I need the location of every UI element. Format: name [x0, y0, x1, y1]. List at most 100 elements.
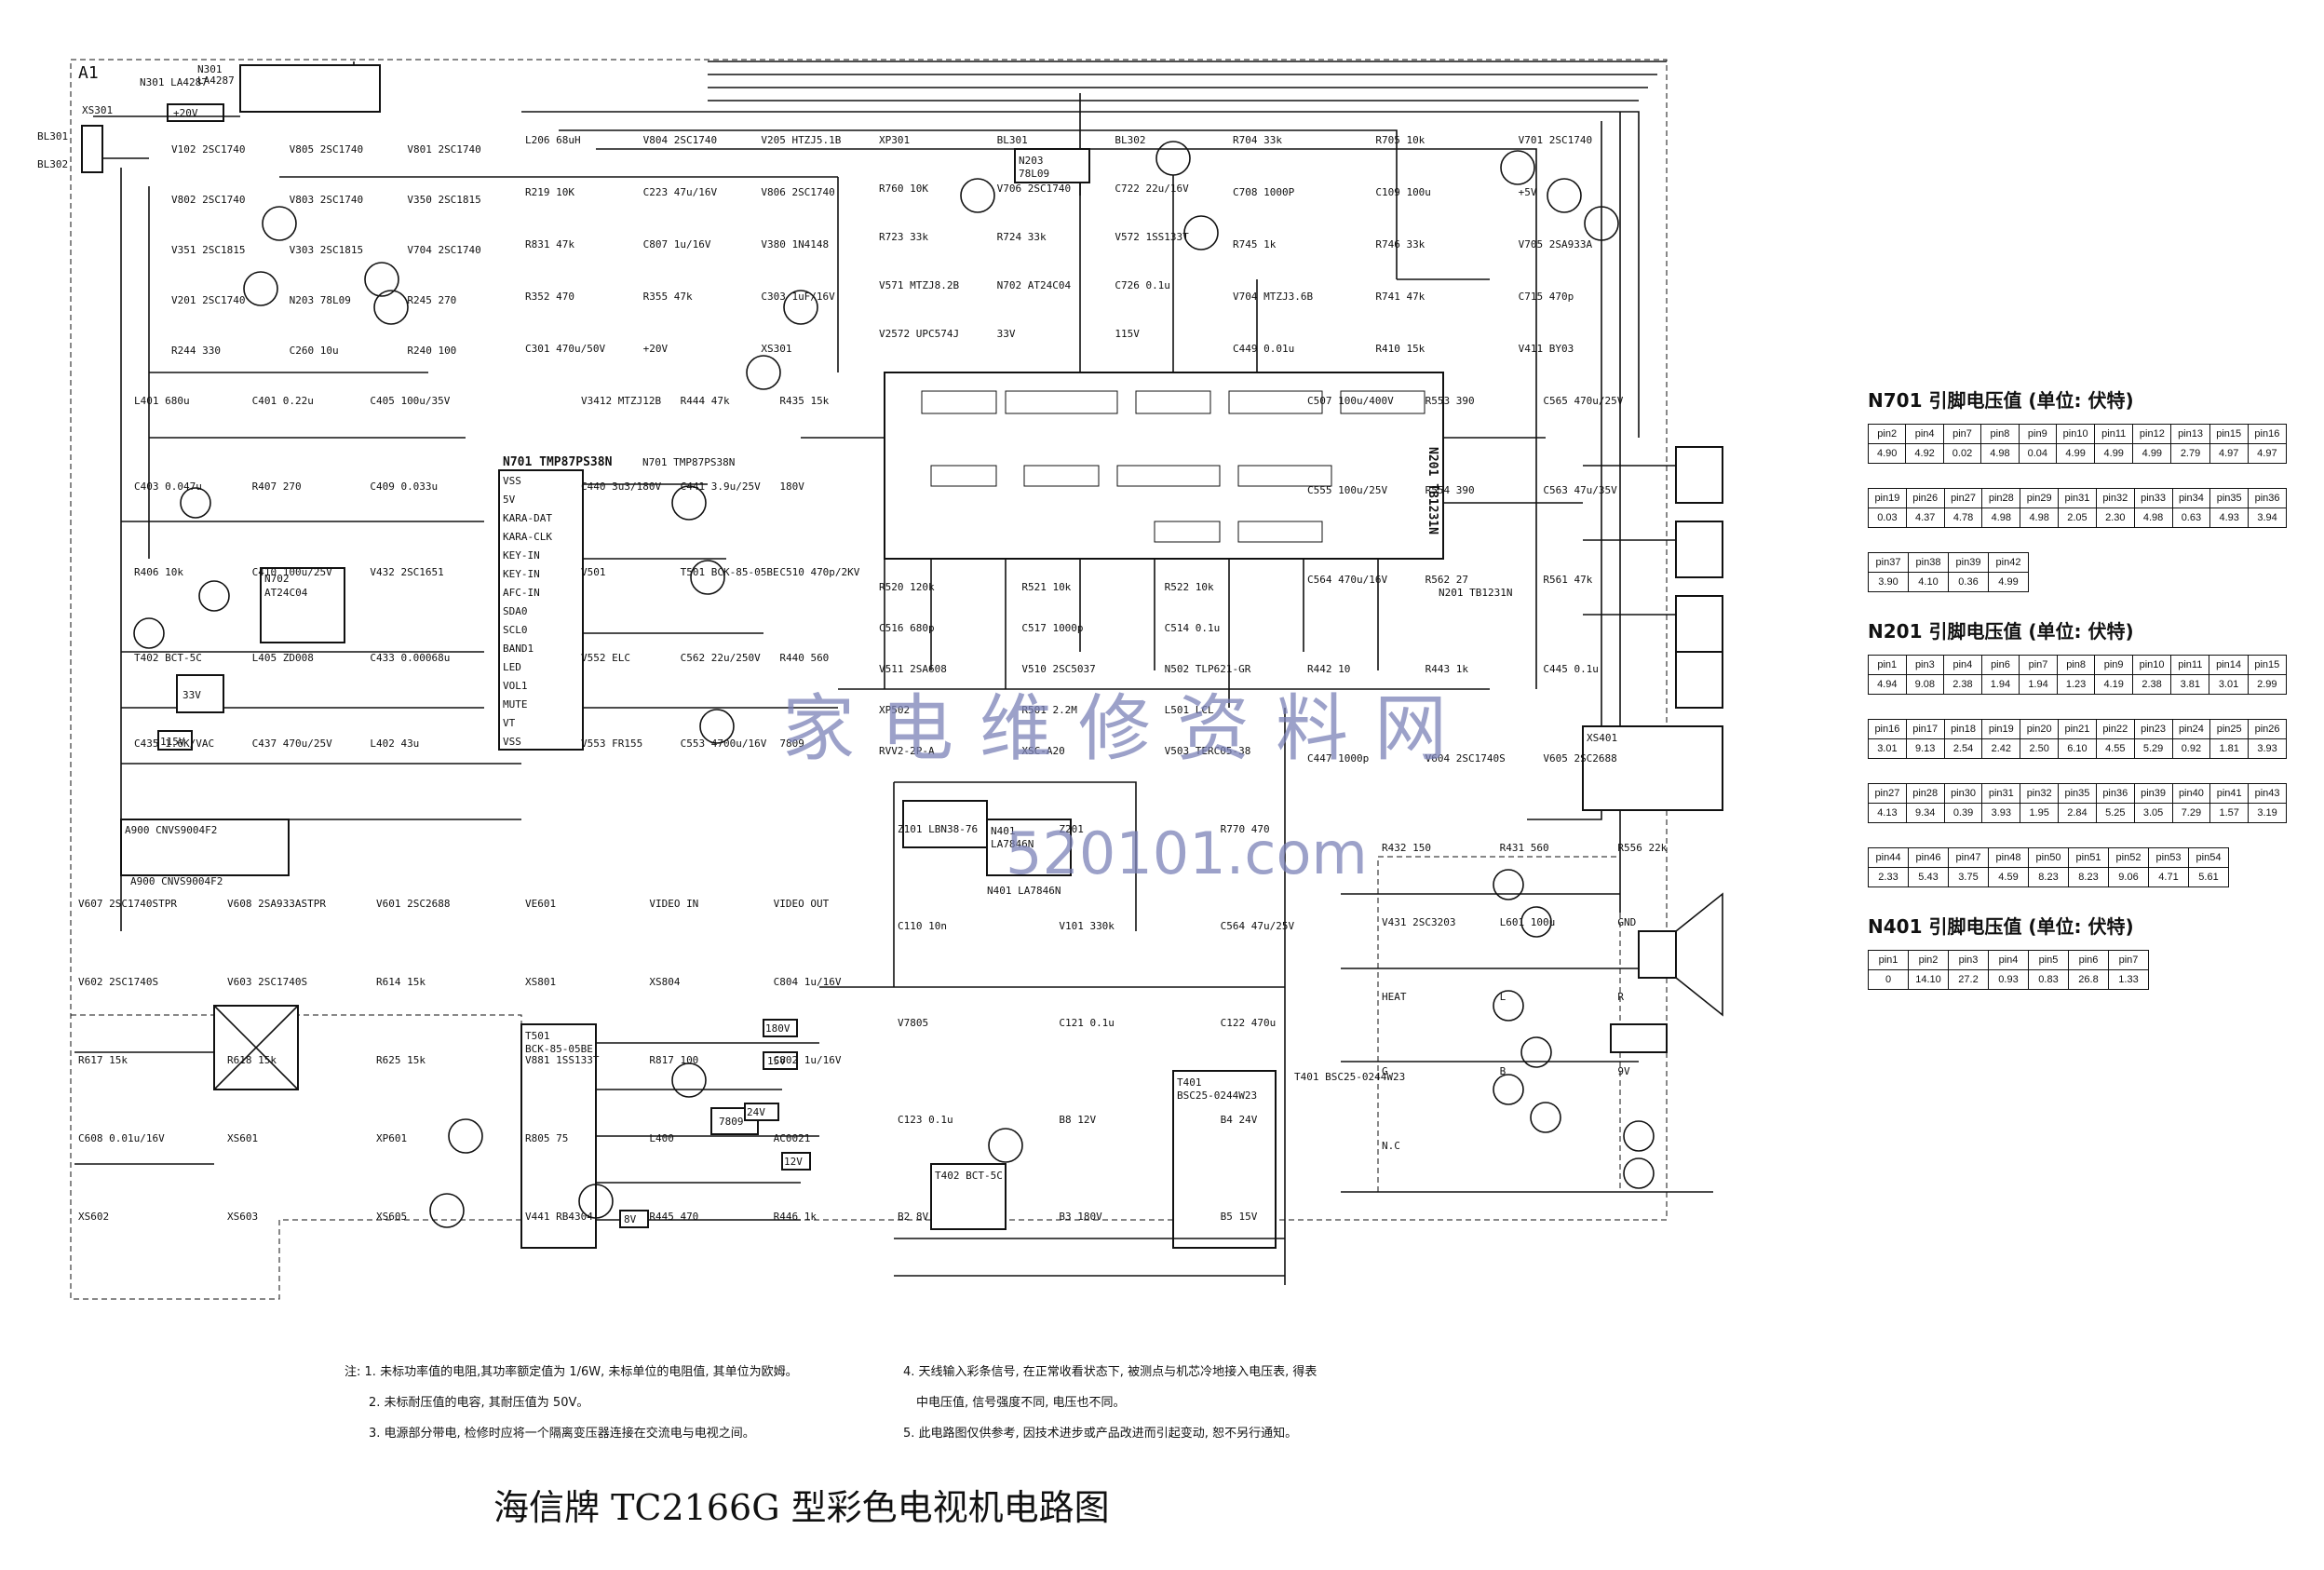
component-label: C807 1u/16V: [643, 238, 711, 250]
deflection-section: N401 LA7846N T401 BSC25-0244W23 T402 BCT…: [819, 708, 1286, 1285]
svg-text:LA4287: LA4287: [197, 74, 235, 87]
component-label: 9V: [1617, 1065, 1630, 1077]
component-label: Z101 LBN38-76: [898, 823, 978, 835]
value-cell: 0.36: [1948, 572, 1989, 592]
component-label: R561 47k: [1543, 574, 1592, 586]
value-cell: 2.99: [2247, 674, 2288, 695]
component-label: HEAT: [1382, 991, 1407, 1003]
component-label: C802 1u/16V: [774, 1054, 842, 1066]
component-label: C507 100u/400V: [1307, 395, 1394, 407]
component-label: XS602: [78, 1211, 109, 1223]
component-label: C564 47u/25V: [1221, 920, 1295, 932]
chip-label: N201 TB1231N: [1439, 587, 1512, 599]
pin-cell: pin34: [2171, 488, 2211, 508]
pin-row: pin16 pin17 pin18 pin19 pin20 pin21 pin2…: [1868, 719, 2287, 739]
note-4: 4. 天线输入彩条信号, 在正常收看状态下, 被测点与机芯冷地接入电压表, 得表: [903, 1365, 1317, 1379]
svg-text:KEY-IN: KEY-IN: [503, 549, 540, 562]
component-label: R432 150: [1382, 842, 1431, 854]
value-cell: 1.94: [1980, 674, 2020, 695]
svg-text:+20V: +20V: [173, 107, 198, 119]
component-label: R614 15k: [376, 976, 426, 988]
component-label: R520 120k: [879, 581, 935, 593]
value-cell: 0.93: [1988, 969, 2029, 990]
component-label: AC0021: [774, 1132, 811, 1144]
chip-label: N401 LA7846N: [987, 885, 1061, 897]
value-cell: 0.92: [2171, 738, 2211, 759]
component-label: G: [1382, 1065, 1388, 1077]
component-label: C715 470p: [1519, 291, 1574, 303]
pin-cell: pin29: [2020, 488, 2060, 508]
value-cell: 2.42: [1981, 738, 2021, 759]
component-label: R442 10: [1307, 663, 1350, 675]
value-cell: 4.93: [2209, 508, 2250, 528]
pin-cell: pin27: [1943, 488, 1983, 508]
pin-cell: pin33: [2133, 488, 2173, 508]
component-label: C121 0.1u: [1059, 1017, 1115, 1029]
svg-text:BCK-85-05BE: BCK-85-05BE: [525, 1043, 593, 1055]
value-cell: 0.83: [2028, 969, 2069, 990]
component-label: C555 100u/25V: [1307, 484, 1387, 496]
svg-text:T402 BCT-5C: T402 BCT-5C: [935, 1170, 1003, 1182]
svg-text:KARA-CLK: KARA-CLK: [503, 531, 552, 543]
value-cell: 2.79: [2170, 443, 2210, 464]
value-cell: 3.75: [1948, 867, 1989, 887]
pin-row: pin37 pin38 pin39 pin42: [1868, 552, 2029, 573]
component-label: L400: [649, 1132, 674, 1144]
value-cell: 4.90: [1867, 443, 1907, 464]
component-label: R746 33k: [1375, 238, 1425, 250]
component-label: B3 180V: [1059, 1211, 1102, 1223]
component-label: R625 15k: [376, 1054, 426, 1066]
value-cell: 9.08: [1905, 674, 1945, 695]
component-label: R443 1k: [1425, 663, 1469, 675]
svg-text:5V: 5V: [503, 494, 516, 506]
component-label: R406 10k: [134, 566, 183, 578]
component-label: C510 470p/2KV: [779, 566, 859, 578]
pin-cell: pin7: [2108, 950, 2149, 970]
svg-text:XS301: XS301: [82, 104, 113, 116]
if-section: N203 78L09: [746, 141, 1619, 390]
value-cell: 4.19: [2094, 674, 2133, 695]
component-label: V511 2SA608: [879, 663, 947, 675]
value-row: 4.90 4.92 0.02 4.98 0.04 4.99 4.99 4.99 …: [1867, 443, 2288, 464]
pin-cell: pin21: [2058, 719, 2097, 739]
pin-row: pin2 pin4 pin7 pin8 pin9 pin10 pin11 pin…: [1867, 424, 2288, 444]
pin-cell: pin7: [2019, 655, 2058, 675]
component-label: XS301: [761, 343, 791, 355]
pin-cell: pin35: [2209, 488, 2250, 508]
component-label: V350 2SC1815: [407, 194, 480, 206]
component-label: C804 1u/16V: [774, 976, 842, 988]
schematic-drawing: N301 LA4287 +20V XS301 BL301 BL302 33V 1…: [37, 59, 1723, 1300]
svg-text:MUTE: MUTE: [503, 698, 528, 711]
component-label: +20V: [643, 343, 669, 355]
svg-text:VSS: VSS: [503, 475, 521, 487]
component-label: 115V: [1115, 328, 1140, 340]
value-cell: 2.38: [1943, 674, 1982, 695]
component-label: V705 2SA933A: [1519, 238, 1593, 250]
value-cell: 5.29: [2133, 738, 2173, 759]
component-label: C708 1000P: [1233, 186, 1295, 198]
pin-row: pin1 pin3 pin4 pin6 pin7 pin8 pin9 pin10…: [1868, 655, 2288, 675]
note-2: 2. 未标耐压值的电容, 其耐压值为 50V。: [369, 1396, 589, 1410]
value-row: 3.90 4.10 0.36 4.99: [1868, 572, 2029, 592]
component-label: R805 75: [525, 1132, 568, 1144]
pin-cell: pin48: [1988, 847, 2029, 868]
component-label: R244 330: [171, 345, 221, 357]
value-cell: 2.05: [2058, 508, 2097, 528]
svg-text:VT: VT: [503, 717, 516, 729]
value-cell: 0.04: [2018, 443, 2058, 464]
note-3: 3. 电源部分带电, 检修时应将一个隔离变压器连接在交流电与电视之间。: [369, 1427, 755, 1441]
svg-text:15V: 15V: [767, 1055, 786, 1067]
component-label: C110 10n: [898, 920, 947, 932]
svg-text:115V: 115V: [160, 736, 185, 748]
component-label: BL301: [997, 134, 1028, 146]
pin-cell: pin16: [2247, 424, 2288, 444]
component-label: R521 10k: [1021, 581, 1071, 593]
chip-label: N701 TMP87PS38N: [642, 456, 735, 468]
pin-cell: pin44: [1868, 847, 1909, 868]
pin-cell: pin2: [1908, 950, 1949, 970]
component-label: V102 2SC1740: [171, 143, 245, 156]
component-label: V803 2SC1740: [290, 194, 363, 206]
value-cell: 4.97: [2247, 443, 2288, 464]
value-cell: 3.93: [1981, 803, 2021, 823]
component-label: C409 0.033u: [370, 480, 438, 493]
